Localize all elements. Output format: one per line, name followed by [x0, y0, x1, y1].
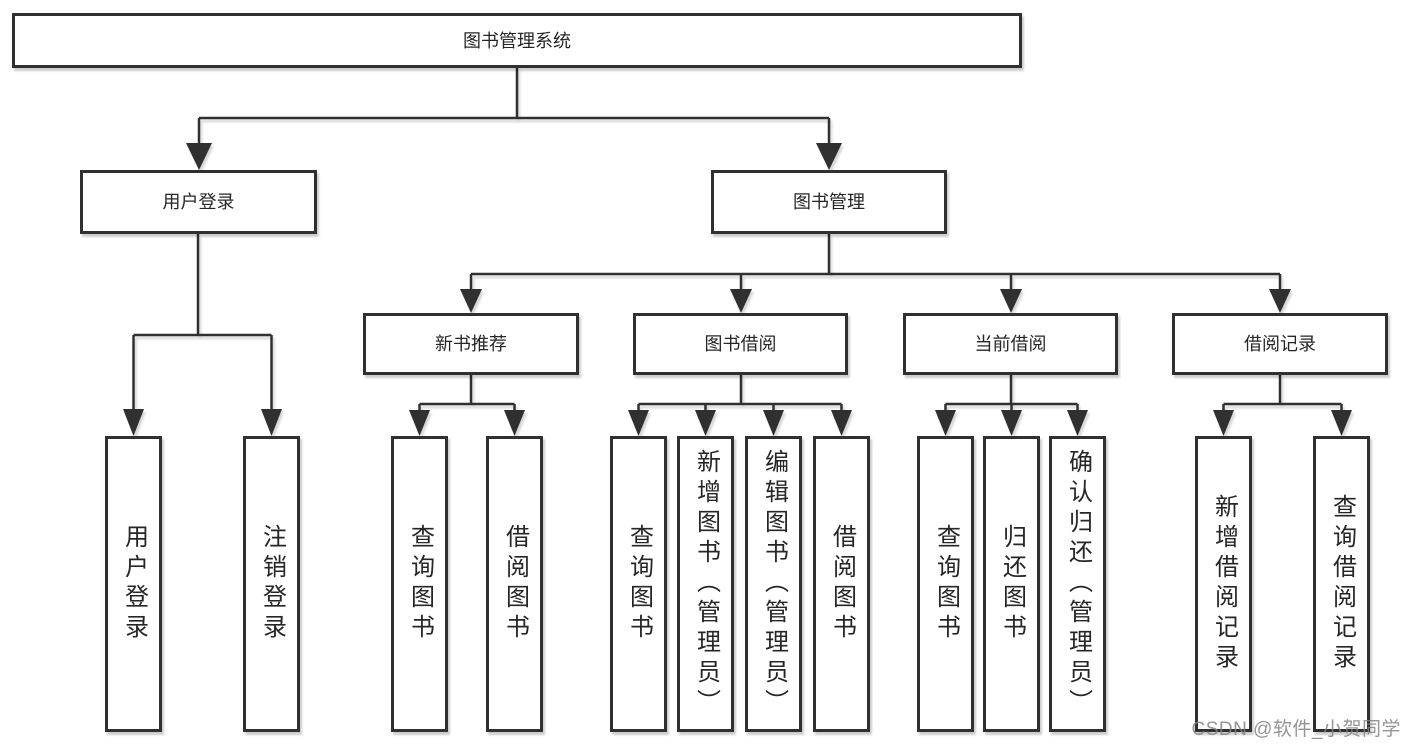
- leaf-logout: 注销登录: [243, 436, 300, 732]
- leaf-query-books-recommend: 查询图书: [391, 436, 448, 732]
- watermark: CSDN @软件_小贺同学: [1191, 719, 1401, 740]
- leaf-query-borrow-record: 查询借阅记录: [1313, 436, 1370, 732]
- leaf-borrow-books: 借阅图书: [813, 436, 870, 732]
- leaf-user-login: 用户登录: [105, 436, 162, 732]
- leaf-query-books-current: 查询图书: [917, 436, 974, 732]
- connector-user-login-to-leaves: [123, 234, 282, 436]
- leaf-return-book: 归还图书: [983, 436, 1040, 732]
- leaf-confirm-return-admin: 确认归还（管理员）: [1049, 436, 1106, 732]
- leaf-edit-book-admin: 编辑图书（管理员）: [745, 436, 802, 732]
- node-root: 图书管理系统: [12, 13, 1022, 68]
- node-book-management: 图书管理: [711, 170, 947, 234]
- node-new-book-recommend: 新书推荐: [363, 313, 579, 375]
- connector-current-borrow-to-leaves: [935, 375, 1088, 436]
- node-borrow-records: 借阅记录: [1172, 313, 1388, 375]
- leaf-add-borrow-record: 新增借阅记录: [1195, 436, 1252, 732]
- leaf-query-books-borrow: 查询图书: [610, 436, 667, 732]
- leaf-borrow-books-recommend: 借阅图书: [486, 436, 543, 732]
- connector-book-mgmt-to-level3: [460, 234, 1291, 313]
- leaf-add-book-admin: 新增图书（管理员）: [677, 436, 734, 732]
- connector-root-to-level2: [186, 68, 842, 170]
- node-book-borrow: 图书借阅: [633, 313, 848, 375]
- node-current-borrow: 当前借阅: [903, 313, 1118, 375]
- connector-new-book-to-leaves: [409, 375, 525, 436]
- connector-borrow-records-to-leaves: [1213, 375, 1352, 436]
- node-user-login: 用户登录: [80, 170, 317, 234]
- connector-book-borrow-to-leaves: [628, 375, 852, 436]
